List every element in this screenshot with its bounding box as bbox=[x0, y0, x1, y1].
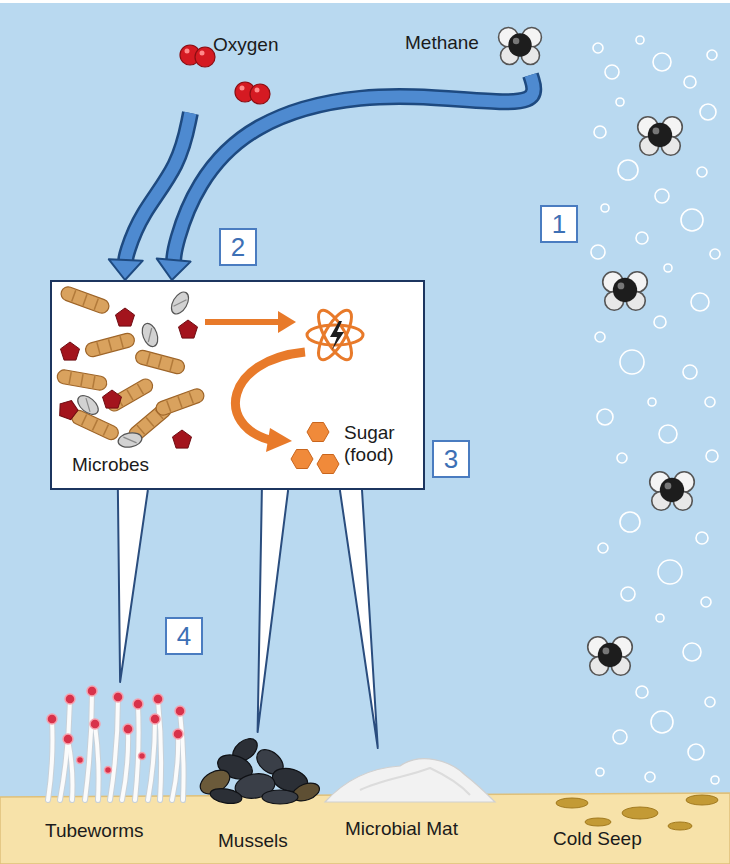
methane-molecules bbox=[499, 27, 695, 675]
label-slot: 2 bbox=[219, 228, 257, 266]
text-slot: Methane bbox=[405, 32, 479, 54]
flow-arrow bbox=[157, 75, 534, 280]
text-slot: Tubeworms bbox=[45, 820, 144, 842]
seafloor bbox=[0, 793, 730, 864]
callout-pointer bbox=[258, 490, 289, 732]
tubeworms-group: Tubeworms bbox=[30, 682, 200, 854]
callout-number: 3 bbox=[432, 440, 470, 478]
callout-pointer bbox=[340, 490, 378, 748]
callout-number: 2 bbox=[219, 228, 257, 266]
text-slot: Mussels bbox=[218, 830, 288, 852]
energy-process bbox=[205, 306, 363, 474]
seep-label: Cold Seep bbox=[553, 828, 642, 850]
pointer-wedge bbox=[340, 490, 378, 748]
label-slot: 3 bbox=[432, 440, 470, 478]
box-fill bbox=[50, 280, 425, 490]
microbial-mat-picture bbox=[325, 759, 495, 802]
microbes-box: Microbes Sugar (food) bbox=[50, 280, 425, 490]
node-label: Methane bbox=[405, 32, 479, 54]
node-label: Mussels bbox=[218, 830, 288, 852]
arrow-head bbox=[157, 259, 191, 280]
callout-number: 4 bbox=[165, 617, 203, 655]
seep-vents bbox=[556, 795, 718, 830]
text-slot: Microbial Mat bbox=[345, 818, 458, 840]
pointer-wedge bbox=[258, 490, 289, 732]
methane-molecule: Methane bbox=[400, 20, 550, 75]
text-slot: Oxygen bbox=[213, 34, 278, 56]
callout-pointer bbox=[118, 490, 148, 682]
text-slot: Sugar (food) bbox=[344, 422, 414, 466]
mussels-group: Mussels bbox=[200, 732, 320, 858]
node-label: Oxygen bbox=[213, 34, 278, 56]
tubeworms-picture bbox=[47, 686, 185, 800]
node-label: Tubeworms bbox=[45, 820, 144, 842]
node-label: Sugar (food) bbox=[344, 422, 414, 466]
node-label: Microbes bbox=[72, 454, 149, 476]
oxygen-molecule: Oxygen bbox=[175, 28, 285, 113]
methane-bubbles bbox=[591, 36, 720, 784]
text-slot: Microbes bbox=[72, 454, 149, 476]
mussels-picture bbox=[196, 734, 322, 806]
microbes-picture bbox=[56, 285, 206, 449]
arrow-head bbox=[109, 259, 143, 280]
node-label: Microbial Mat bbox=[345, 818, 458, 840]
microbial-mat-group: Microbial Mat bbox=[325, 748, 490, 856]
callout-number: 1 bbox=[540, 205, 578, 243]
top-rule bbox=[0, 0, 730, 3]
label-slot: Cold Seep bbox=[553, 828, 642, 850]
label-slot: 1 bbox=[540, 205, 578, 243]
pointer-wedge bbox=[118, 490, 148, 682]
label-slot: 4 bbox=[165, 617, 203, 655]
